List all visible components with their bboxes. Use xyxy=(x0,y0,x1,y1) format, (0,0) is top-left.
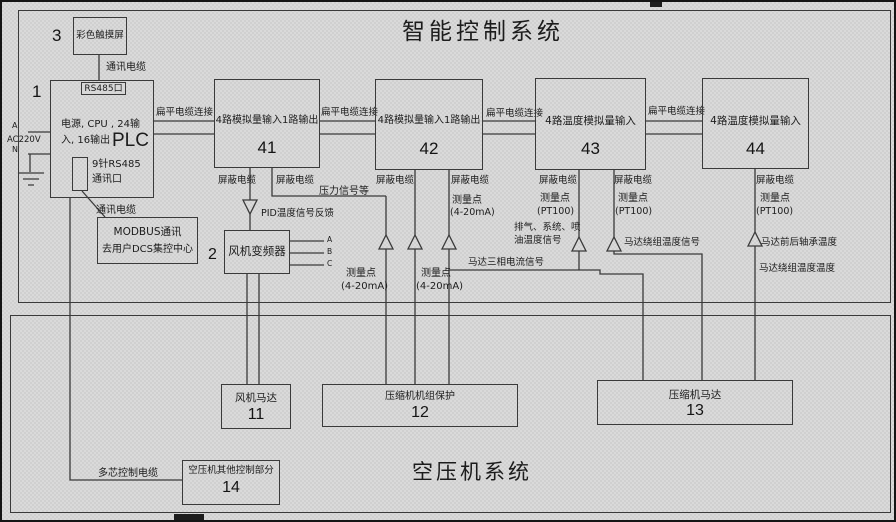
measure-range-label: (4-20mA) xyxy=(416,281,464,292)
rs485-port-box xyxy=(81,82,126,95)
measure-point-label: 测量点 xyxy=(760,193,790,204)
phase-c-label: C xyxy=(327,259,333,268)
bottom-system-title: 空压机系统 xyxy=(412,460,532,484)
shield-cable-label: 屏蔽电缆 xyxy=(539,175,578,186)
comm-cable-left-label: 通讯电缆 xyxy=(96,205,136,216)
module-44-number: 44 xyxy=(746,139,765,158)
fan-motor-label: 风机马达 xyxy=(235,392,277,404)
power-n-label: N xyxy=(12,145,18,154)
shield-cable-label: 屏蔽电缆 xyxy=(276,175,315,186)
module-41-box xyxy=(214,79,320,168)
motor-current-label: 马达三相电流信号 xyxy=(468,257,545,268)
plc-spec-line1: 电源, CPU , 24输 xyxy=(61,119,140,130)
measure-point-label: 测量点 xyxy=(618,193,648,204)
plc-9pin-label2: 通讯口 xyxy=(92,174,122,185)
flat-cable-label: 扁平电缆连接 xyxy=(648,106,706,117)
modbus-box xyxy=(97,217,198,264)
shield-cable-label: 屏蔽电缆 xyxy=(451,175,490,186)
fan-motor-number: 11 xyxy=(247,406,265,423)
flat-cable-label: 扁平电缆连接 xyxy=(321,107,379,118)
motor-winding2-label: 马达绕组温度温度 xyxy=(759,263,836,274)
measure-range-label: (PT100) xyxy=(756,206,794,217)
measure-range-label: (4-20mA) xyxy=(341,281,389,292)
power-a-label: A xyxy=(12,121,18,130)
rs485-port-label: RS485口 xyxy=(84,84,123,94)
touchscreen-number: 3 xyxy=(52,26,62,45)
flat-cable-label: 扁平电缆连接 xyxy=(486,108,544,119)
plc-spec-line2: 入, 16输出 xyxy=(61,135,111,146)
plc-number: 1 xyxy=(32,82,42,101)
other-control-label: 空压机其他控制部分 xyxy=(188,465,274,476)
shield-cable-label: 屏蔽电缆 xyxy=(218,175,257,186)
plc-box xyxy=(50,80,154,198)
comp-motor-box xyxy=(597,380,793,425)
module-42-box xyxy=(375,79,483,170)
inverter-number: 2 xyxy=(208,246,217,263)
power-ac220v-label: AC220V xyxy=(7,135,41,145)
plc-9pin-port-box xyxy=(72,157,88,191)
module-41-number: 41 xyxy=(257,138,277,157)
modbus-line1: MODBUS通讯 xyxy=(113,226,182,238)
motor-bearing-label: 马达前后轴承温度 xyxy=(761,237,838,248)
top-system-title: 智能控制系统 xyxy=(402,19,564,45)
measure-range-label: (4-20mA) xyxy=(450,207,495,218)
exhaust-signal-label2: 油温度信号 xyxy=(514,235,562,246)
inverter-box xyxy=(224,230,290,274)
measure-point-label: 测量点 xyxy=(452,195,482,206)
pid-feedback-label: PID温度信号反馈 xyxy=(261,208,334,219)
measure-range-label: (PT100) xyxy=(537,206,575,217)
protection-number: 12 xyxy=(411,404,429,421)
plc-9pin-label1: 9针RS485 xyxy=(92,159,141,170)
flat-cable-label: 扁平电缆连接 xyxy=(156,107,214,118)
other-control-box xyxy=(182,460,280,505)
module-43-number: 43 xyxy=(581,139,600,158)
shield-cable-label: 屏蔽电缆 xyxy=(614,175,653,186)
scan-artifact xyxy=(174,514,204,520)
module-44-box xyxy=(702,78,809,169)
other-control-number: 14 xyxy=(222,479,240,496)
fan-motor-box xyxy=(221,384,291,429)
protection-label: 压缩机机组保护 xyxy=(385,391,455,402)
inverter-label: 风机变频器 xyxy=(228,244,286,258)
motor-winding-label: 马达绕组温度信号 xyxy=(624,237,701,248)
module-43-box xyxy=(535,78,646,170)
comp-motor-label: 压缩机马达 xyxy=(668,389,722,401)
plc-name: PLC xyxy=(112,130,149,151)
module-42-number: 42 xyxy=(419,139,439,158)
measure-point-label: 测量点 xyxy=(346,268,376,279)
module-43-label: 4路温度模拟量输入 xyxy=(545,115,636,127)
module-42-label: 4路模拟量输入1路输出 xyxy=(377,115,481,126)
multicore-cable-label: 多芯控制电缆 xyxy=(98,468,158,479)
touchscreen-label: 彩色触摸屏 xyxy=(76,30,124,41)
pressure-signal-label: 压力信号等 xyxy=(319,186,369,197)
phase-a-label: A xyxy=(327,235,333,244)
protection-box xyxy=(322,384,518,427)
exhaust-signal-label1: 排气、系统、喷 xyxy=(514,222,581,233)
measure-point-label: 测量点 xyxy=(421,268,451,279)
measure-range-label: (PT100) xyxy=(615,206,653,217)
scan-artifact xyxy=(650,2,662,7)
shield-cable-label: 屏蔽电缆 xyxy=(756,175,795,186)
touchscreen-box xyxy=(73,17,127,55)
module-44-label: 4路温度模拟量输入 xyxy=(710,115,801,127)
phase-b-label: B xyxy=(327,247,333,256)
comp-motor-number: 13 xyxy=(686,402,704,419)
measure-point-label: 测量点 xyxy=(540,193,570,204)
module-41-label: 4路模拟量输入1路输出 xyxy=(215,115,319,126)
modbus-line2: 去用户DCS集控中心 xyxy=(101,244,194,255)
comm-cable-top-label: 通讯电缆 xyxy=(106,62,146,73)
shield-cable-label: 屏蔽电缆 xyxy=(376,175,415,186)
